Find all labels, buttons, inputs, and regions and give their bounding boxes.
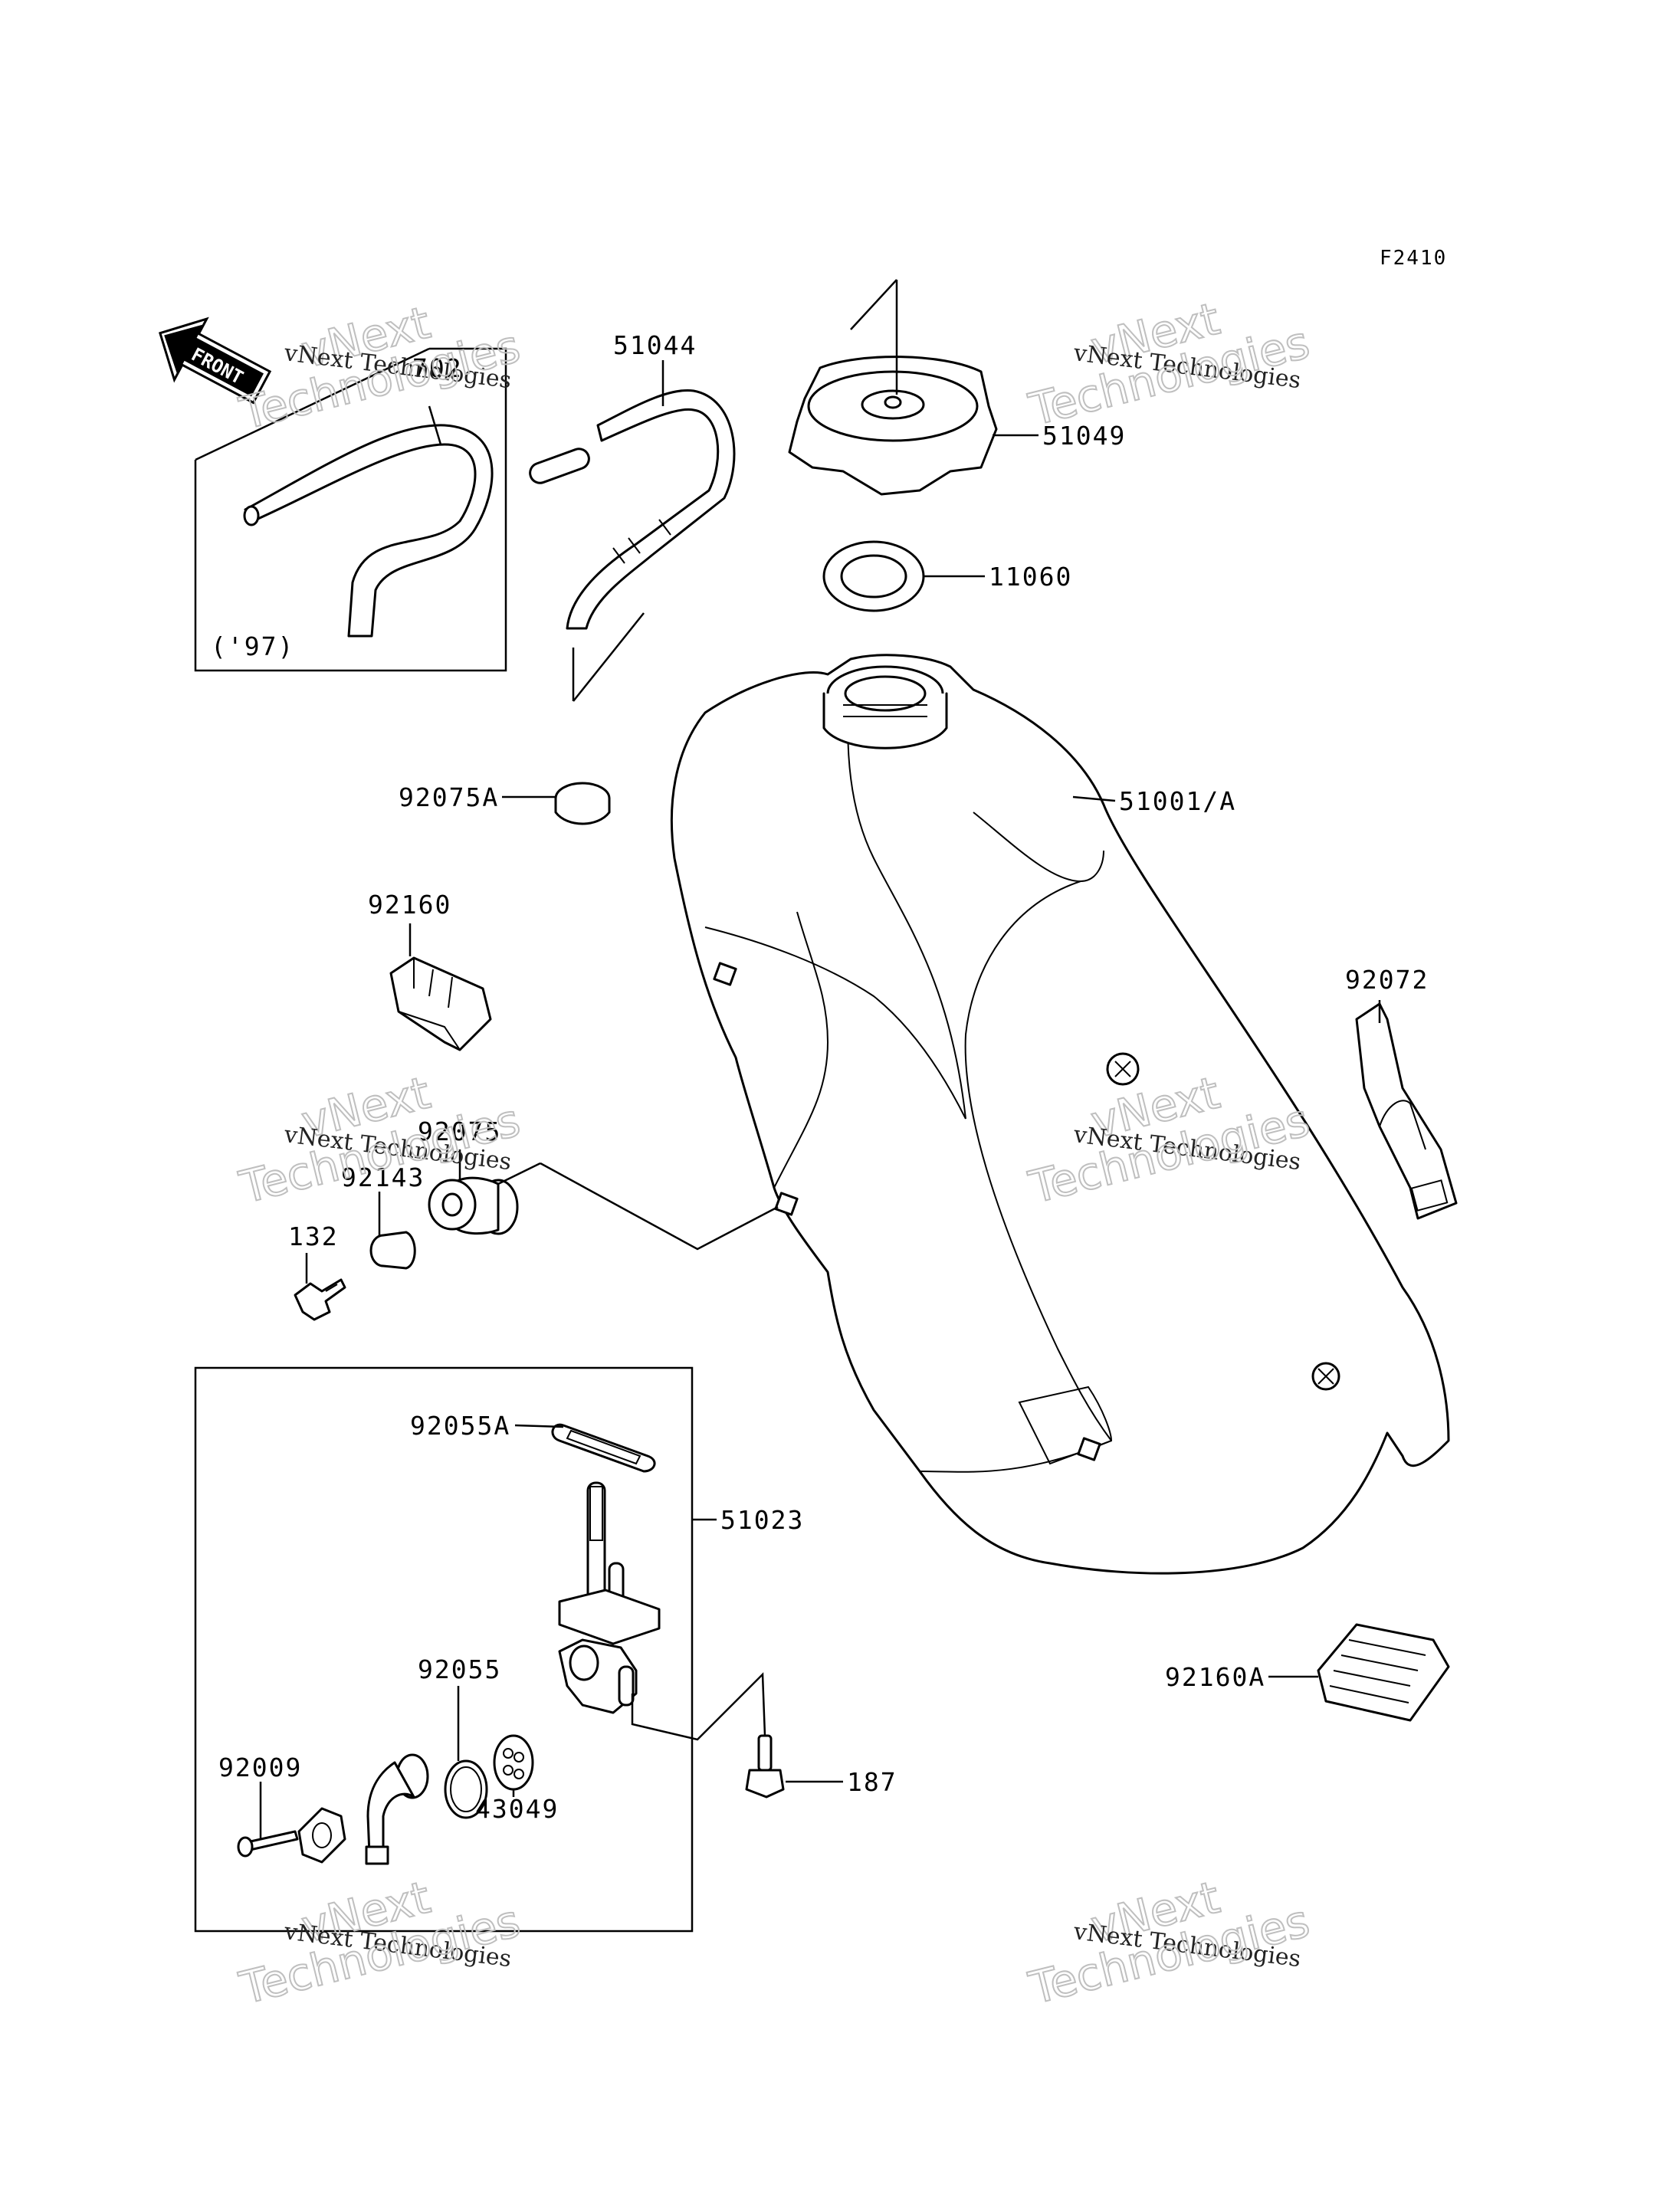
collar-92143 [369, 1231, 416, 1270]
strap-92072 [1355, 1002, 1458, 1220]
part-label-51001A: 51001/A [1119, 786, 1236, 816]
part-label-92009: 92009 [218, 1753, 302, 1782]
hose-icon [243, 424, 494, 638]
fuel-tank-icon [670, 654, 1450, 1575]
part-label-92075A: 92075A [399, 782, 499, 812]
bolt-187 [745, 1734, 785, 1799]
damper-92075 [428, 1176, 519, 1235]
part-label-92160: 92160 [368, 890, 451, 920]
fuel-cock-box [194, 1366, 694, 1933]
filter-43049 [493, 1734, 534, 1791]
inset-year-label: ('97) [211, 631, 294, 661]
watermark-top-right: vNext vNext Technologies Technologies [1023, 292, 1315, 437]
cap-92075A [554, 782, 611, 825]
watermark-top-left: vNext vNext Technologies Technologies [234, 296, 526, 441]
oring-92055 [444, 1759, 488, 1819]
gasket-92055A [551, 1423, 656, 1473]
part-label-132: 132 [288, 1221, 339, 1251]
part-label-92055A: 92055A [410, 1411, 510, 1441]
pad-92160A [1317, 1623, 1450, 1722]
part-label-51044: 51044 [613, 330, 697, 360]
fuel-cock-icon [558, 1481, 661, 1714]
part-label-51049: 51049 [1042, 421, 1126, 451]
fuel-cap-icon [788, 279, 998, 496]
part-label-43049: 43049 [475, 1794, 559, 1824]
part-label-702: 702 [412, 353, 463, 383]
inset-box-97: ('97) 702 [194, 347, 507, 672]
cup-tube [365, 1753, 429, 1865]
figure-code: F2410 [1380, 247, 1447, 270]
bolt-icon [294, 1278, 346, 1321]
part-label-92160A: 92160A [1165, 1662, 1265, 1692]
watermark-bottom-right: vNext vNext Technologies Technologies [1023, 1871, 1315, 2015]
part-label-11060: 11060 [989, 562, 1072, 592]
gasket-11060 [822, 540, 925, 612]
plate-92009 [237, 1807, 346, 1864]
part-label-92072: 92072 [1345, 965, 1429, 995]
hose-51044: 51044 [529, 330, 736, 702]
part-label-92143: 92143 [341, 1162, 425, 1192]
part-label-187: 187 [847, 1767, 897, 1797]
part-label-92075: 92075 [418, 1117, 501, 1146]
part-label-92055: 92055 [418, 1654, 501, 1684]
watermark-bottom-left: vNext vNext Technologies Technologies [234, 1871, 526, 2015]
pad-92160 [389, 956, 492, 1051]
part-label-51023: 51023 [720, 1505, 804, 1535]
